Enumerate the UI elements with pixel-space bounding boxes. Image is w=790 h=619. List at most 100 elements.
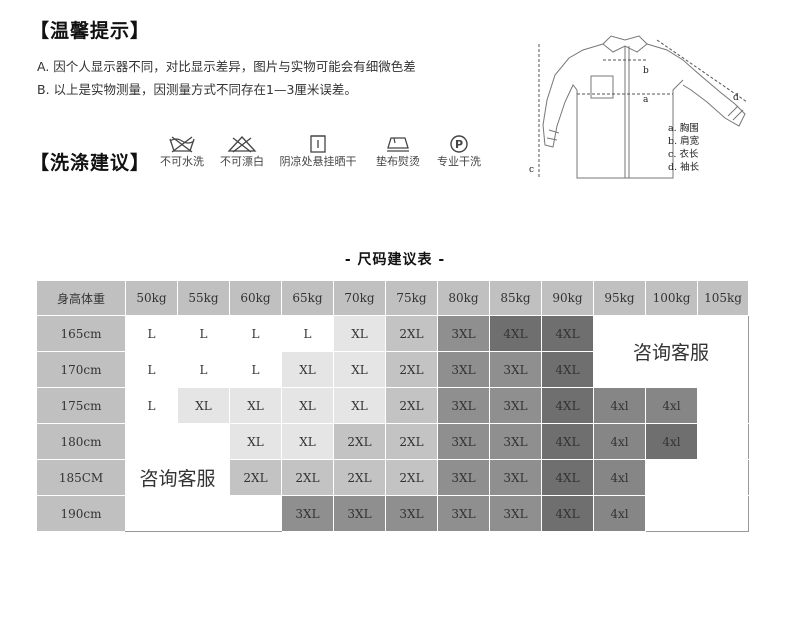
size-cell: 2XL: [333, 423, 386, 460]
table-row: 180cm 咨询客服 XL XL 2XL 2XL 3XL 3XL 4XL 4xl…: [36, 423, 749, 532]
size-cell: 2XL: [385, 351, 438, 388]
care-label-no-wash: 不可水洗: [160, 155, 204, 168]
size-cell: 3XL: [437, 387, 490, 424]
size-cell: L: [125, 351, 178, 388]
size-cell: L: [177, 351, 230, 388]
size-cell: XL: [333, 351, 386, 388]
professional-dry-clean-icon: P: [450, 135, 468, 153]
iron-with-cloth-icon: [387, 137, 409, 152]
size-chart-table: 身高体重 50kg 55kg 60kg 65kg 70kg 75kg 80kg …: [36, 280, 749, 532]
size-cell: L: [229, 351, 282, 388]
point-c-label: c: [529, 165, 534, 175]
washing-title: 【洗涤建议】: [30, 152, 151, 174]
size-cell: 4xl: [645, 423, 698, 460]
size-cell: 3XL: [437, 423, 490, 460]
size-cell: 2XL: [385, 423, 438, 460]
legend-sleeve: d. 袖长: [668, 162, 700, 173]
size-cell: 3XL: [489, 351, 542, 388]
consult-service-right: 咨询客服: [593, 315, 749, 388]
size-cell: 4xl: [593, 387, 646, 424]
size-cell: 3XL: [333, 495, 386, 532]
legend-length: c. 衣长: [668, 149, 699, 160]
legend-shoulder: b. 肩宽: [668, 136, 700, 147]
size-cell: 4xl: [593, 495, 646, 532]
size-cell: 4XL: [541, 315, 594, 352]
shirt-outline-illustration: a b c d: [529, 35, 748, 179]
size-cell: XL: [229, 387, 282, 424]
care-item-iron: 垫布熨烫: [371, 135, 425, 169]
weight-header: 105kg: [697, 280, 749, 316]
corner-header: 身高体重: [36, 280, 126, 316]
size-cell: 3XL: [489, 459, 542, 496]
weight-header: 75kg: [385, 280, 438, 316]
size-cell: XL: [333, 387, 386, 424]
weight-header: 100kg: [645, 280, 698, 316]
size-cell: 3XL: [437, 351, 490, 388]
weight-header: 50kg: [125, 280, 178, 316]
size-cell: 2XL: [385, 387, 438, 424]
no-bleach-icon: [227, 136, 257, 153]
size-cell: XL: [281, 351, 334, 388]
size-cell: 3XL: [489, 387, 542, 424]
size-cell: 3XL: [437, 315, 490, 352]
size-cell: 3XL: [489, 495, 542, 532]
size-cell: 4XL: [541, 387, 594, 424]
size-cell: 2XL: [229, 459, 282, 496]
weight-header: 85kg: [489, 280, 542, 316]
size-cell: 2XL: [333, 459, 386, 496]
size-cell: XL: [177, 387, 230, 424]
size-cell: 4xl: [593, 423, 646, 460]
size-cell: L: [125, 315, 178, 352]
size-cell: 4xl: [645, 387, 698, 424]
table-row: 175cm L XL XL XL XL 2XL 3XL 3XL 4XL 4xl …: [36, 387, 749, 424]
weight-header: 90kg: [541, 280, 594, 316]
table-row: 165cm L L L L XL 2XL 3XL 4XL 4XL 咨询客服: [36, 315, 749, 388]
svg-text:P: P: [455, 138, 463, 151]
size-cell: L: [229, 315, 282, 352]
size-cell: 2XL: [385, 315, 438, 352]
consult-service-left: 咨询客服: [125, 423, 230, 532]
empty-cell: [229, 495, 282, 532]
weight-header: 55kg: [177, 280, 230, 316]
height-header: 190cm: [36, 495, 126, 532]
size-cell: 3XL: [437, 495, 490, 532]
size-cell: 2XL: [385, 459, 438, 496]
empty-cell: [645, 495, 749, 532]
care-item-no-wash: 不可水洗: [156, 135, 208, 169]
height-header: 185CM: [36, 459, 126, 496]
size-cell: L: [125, 387, 178, 424]
weight-header: 60kg: [229, 280, 282, 316]
height-header: 165cm: [36, 315, 126, 352]
size-cell: 3XL: [489, 423, 542, 460]
care-item-hang-dry: 阴凉处悬挂晒干: [272, 135, 364, 169]
size-chart-title: - 尺码建议表 -: [344, 252, 446, 268]
point-b-label: b: [643, 66, 649, 76]
hang-dry-shade-icon: [310, 135, 326, 153]
table-header-row: 身高体重 50kg 55kg 60kg 65kg 70kg 75kg 80kg …: [36, 280, 749, 316]
empty-cell: [697, 387, 749, 424]
table-row: 185CM 2XL 2XL 2XL 2XL 3XL 3XL 4XL 4xl: [36, 459, 749, 496]
care-item-dry-clean: P 专业干洗: [432, 135, 486, 169]
empty-cell: [697, 423, 749, 460]
size-cell: 4XL: [541, 351, 594, 388]
care-item-no-bleach: 不可漂白: [215, 135, 269, 169]
point-d-label: d: [733, 93, 739, 103]
size-cell: 4XL: [541, 495, 594, 532]
weight-header: 95kg: [593, 280, 646, 316]
table-row: 170cm L L L XL XL 2XL 3XL 3XL 4XL: [36, 351, 749, 388]
size-cell: 3XL: [281, 495, 334, 532]
size-cell: XL: [281, 387, 334, 424]
height-header: 170cm: [36, 351, 126, 388]
shirt-diagram: a b c d a. 胸围 b. 肩宽 c. 衣长 d. 袖长: [525, 30, 775, 190]
size-cell: 2XL: [281, 459, 334, 496]
notice-title: 【温馨提示】: [30, 20, 151, 42]
weight-header: 65kg: [281, 280, 334, 316]
size-cell: 4XL: [489, 315, 542, 352]
size-cell: XL: [281, 423, 334, 460]
notice-line-a: A. 因个人显示器不同，对比显示差异，图片与实物可能会有细微色差: [37, 59, 416, 74]
table-row: 190cm 3XL 3XL 3XL 3XL 3XL 4XL 4xl: [36, 495, 749, 532]
size-cell: 3XL: [437, 459, 490, 496]
care-label-iron: 垫布熨烫: [376, 155, 420, 168]
shirt-legend: a. 胸围 b. 肩宽 c. 衣长 d. 袖长: [668, 122, 699, 174]
size-cell: 4xl: [593, 459, 646, 496]
